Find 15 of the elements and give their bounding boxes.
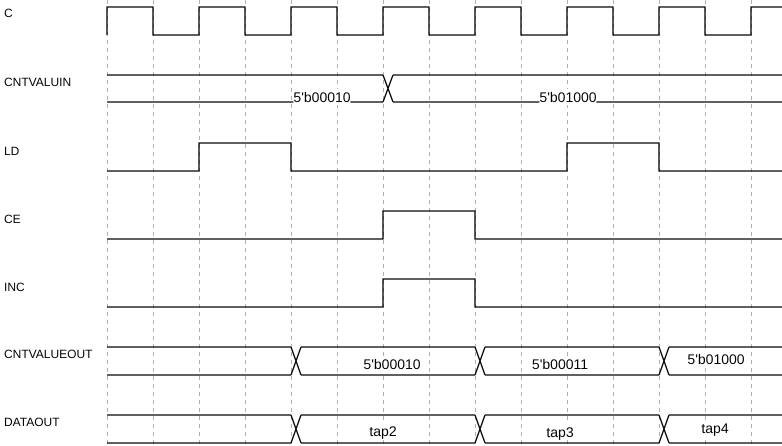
bus-value: tap2 bbox=[369, 423, 397, 439]
signal-name: CNTVALUEOUT bbox=[4, 347, 92, 361]
bus-value: 5'b00011 bbox=[532, 356, 588, 372]
signal-name: CNTVALUIN bbox=[4, 75, 72, 89]
bus-value: 5'b01000 bbox=[539, 89, 597, 105]
bus-value: 5'b00010 bbox=[293, 89, 351, 105]
bus-value: 5'b00010 bbox=[363, 356, 421, 372]
bus-value: tap4 bbox=[701, 420, 729, 436]
signal-name: DATAOUT bbox=[4, 415, 60, 429]
signal-name: LD bbox=[4, 144, 20, 158]
bus-value: 5'b01000 bbox=[687, 351, 745, 367]
bus-value: tap3 bbox=[546, 424, 574, 440]
signal-name: CE bbox=[4, 212, 21, 226]
signal-name: INC bbox=[4, 280, 25, 294]
signal-name: C bbox=[4, 6, 13, 20]
